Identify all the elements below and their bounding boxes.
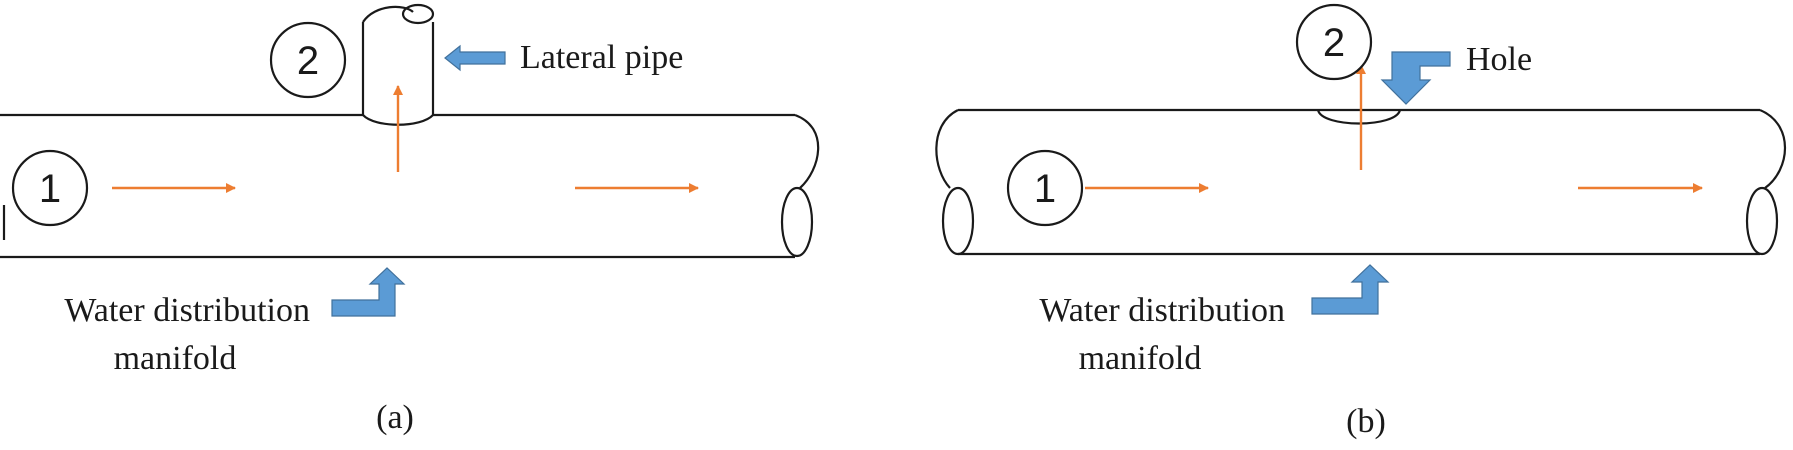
manifold-pipe-b (935, 108, 1786, 256)
caption-b: (b) (1346, 403, 1386, 440)
manifold-label-b-line1: Water distribution (1039, 292, 1285, 329)
lateral-pipe-callout-arrow (444, 44, 506, 72)
lateral-pipe-label: Lateral pipe (520, 39, 683, 76)
manifold-label-a-line1: Water distribution (64, 292, 310, 329)
station-2-label-a: 2 (297, 39, 319, 83)
station-1-marker-b: 1 (1006, 149, 1084, 227)
caption-a: (a) (376, 399, 414, 436)
manifold-callout-arrow-a (331, 267, 406, 317)
hole-label: Hole (1466, 41, 1532, 78)
manifold-label-a-line2: manifold (114, 340, 237, 377)
station-2-marker-a: 2 (269, 21, 347, 99)
manifold-label-b-line2: manifold (1079, 340, 1202, 377)
panel-a: 1 2 Lateral pipe Water distribution mani… (0, 3, 820, 436)
station-1-marker-a: 1 (11, 149, 89, 227)
manifold-pipe-a (0, 113, 820, 259)
hole-callout-arrow (1380, 51, 1451, 105)
hole (1316, 109, 1402, 125)
station-2-label-b: 2 (1323, 21, 1345, 65)
station-1-label-a: 1 (39, 167, 61, 211)
station-2-marker-b: 2 (1295, 3, 1373, 81)
panel-b: 1 2 Hole Water distribution manifold (b) (935, 3, 1786, 440)
station-1-label-b: 1 (1034, 167, 1056, 211)
manifold-callout-arrow-b (1311, 264, 1390, 315)
